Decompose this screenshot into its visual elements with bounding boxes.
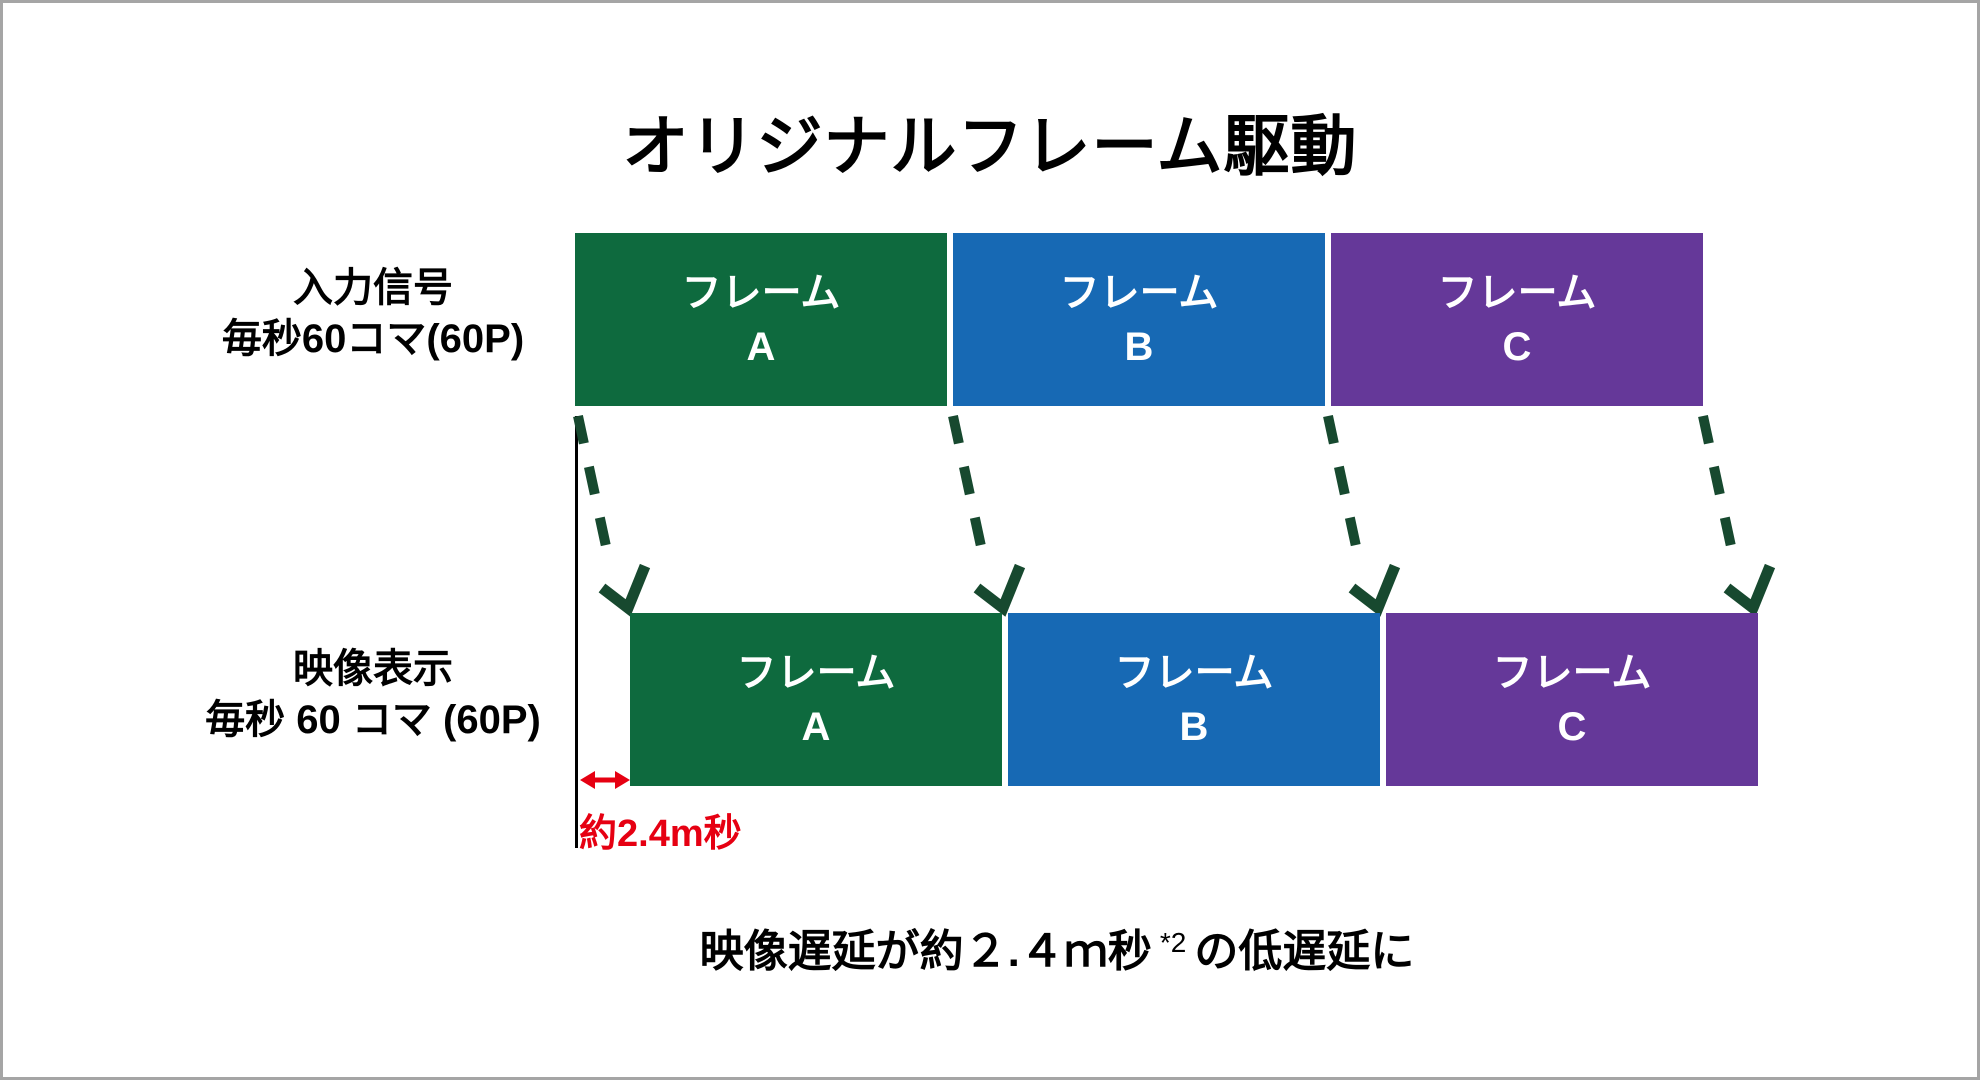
display-frame-a-line1: フレーム: [736, 650, 896, 695]
time-reference-line: [575, 416, 578, 848]
input-frame-c-line2: C: [1502, 324, 1532, 369]
caption-text-after: の低遅延に: [1194, 927, 1415, 976]
flow-arrow-3: [1323, 414, 1401, 617]
display-frame-a: フレーム A: [630, 613, 1002, 786]
diagram-title: オリジナルフレーム駆動: [622, 109, 1358, 183]
flow-arrow-4: [1698, 414, 1776, 617]
flow-arrow-1: [573, 414, 651, 617]
display-frame-b-line1: フレーム: [1114, 650, 1274, 695]
display-frame-c: フレーム C: [1386, 613, 1758, 786]
input-frame-a-line1: フレーム: [681, 270, 841, 315]
input-frame-b: フレーム B: [953, 233, 1325, 406]
display-frame-c-line2: C: [1557, 704, 1587, 749]
caption-footnote-superscript: *2: [1159, 927, 1187, 958]
input-frame-c: フレーム C: [1331, 233, 1703, 406]
input-frame-row: フレーム A フレーム B フレーム C: [575, 233, 1703, 406]
display-label: 映像表示 毎秒 60 コマ (60P): [153, 644, 593, 746]
input-frame-b-line1: フレーム: [1059, 270, 1219, 315]
display-label-line1: 映像表示: [293, 647, 453, 691]
input-frame-a-line2: A: [746, 324, 776, 369]
flow-arrow-2: [948, 414, 1026, 617]
input-frame-a: フレーム A: [575, 233, 947, 406]
display-frame-b: フレーム B: [1008, 613, 1380, 786]
delay-span-arrow-icon: [580, 771, 630, 789]
display-frame-b-line2: B: [1179, 704, 1209, 749]
delay-value-label: 約2.4m秒: [579, 813, 742, 855]
display-frame-c-line1: フレーム: [1492, 650, 1652, 695]
input-frame-c-line1: フレーム: [1437, 270, 1597, 315]
display-frame-row: フレーム A フレーム B フレーム C: [630, 613, 1758, 786]
input-signal-label-line2: 毎秒60コマ(60P): [221, 317, 525, 361]
input-signal-label: 入力信号 毎秒60コマ(60P): [153, 263, 593, 365]
caption-text-before: 映像遅延が約２.４ｍ秒: [699, 927, 1152, 976]
display-frame-a-line2: A: [801, 704, 831, 749]
input-signal-label-line1: 入力信号: [293, 266, 453, 310]
display-label-line2: 毎秒 60 コマ (60P): [205, 698, 541, 742]
input-frame-b-line2: B: [1124, 324, 1154, 369]
